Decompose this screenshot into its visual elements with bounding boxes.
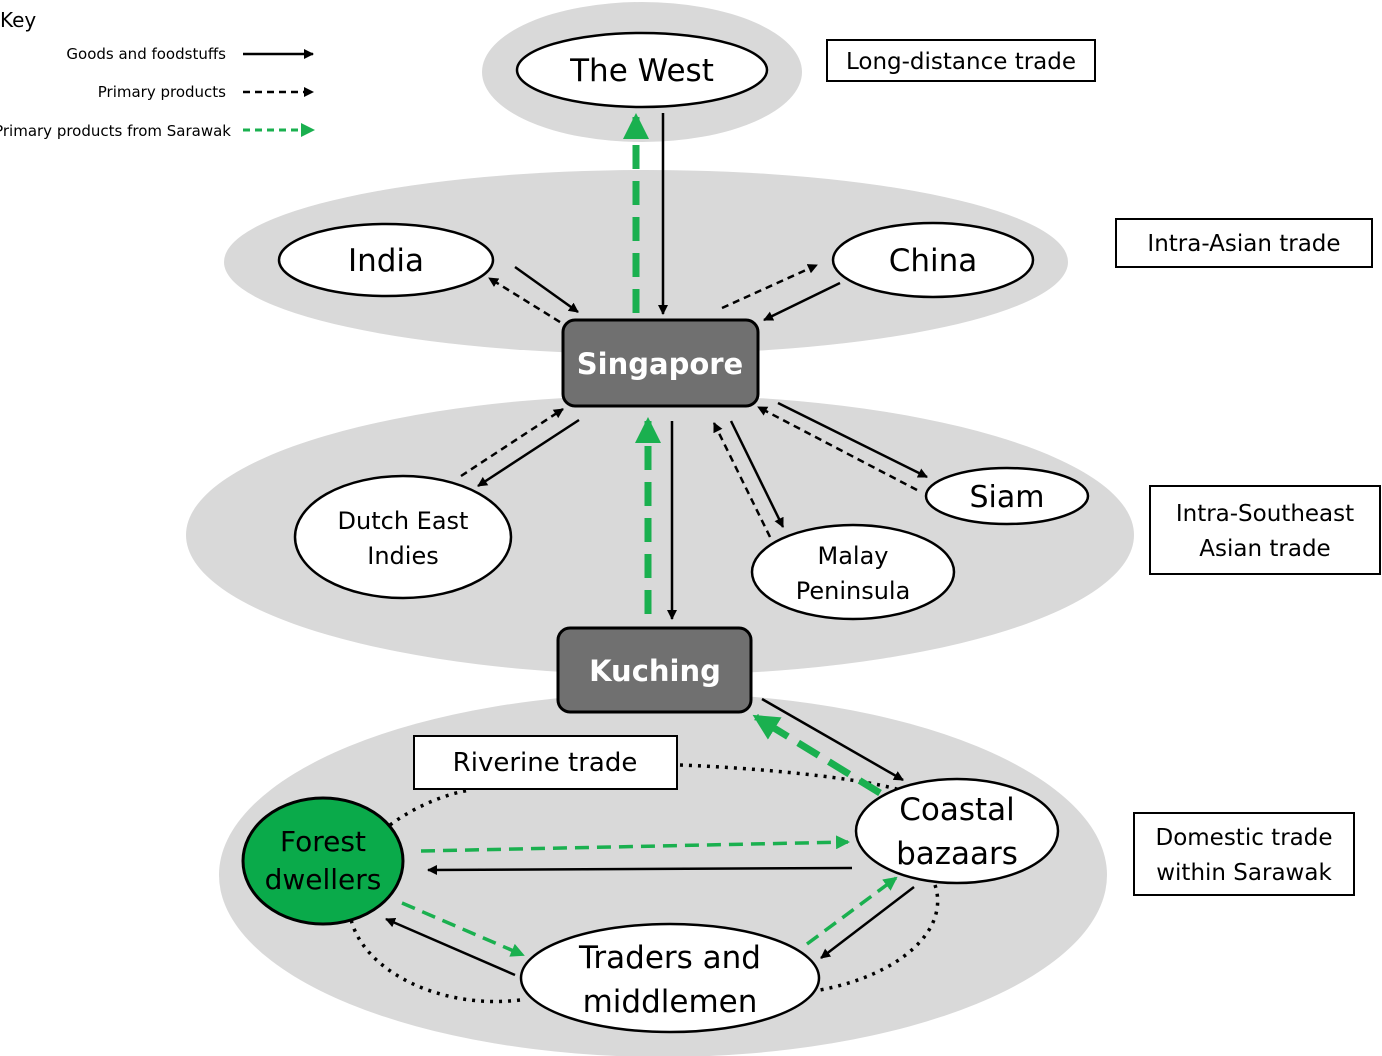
- arrow-coastal-to-kuching: [752, 714, 882, 796]
- node-dei-label-1: Dutch East: [338, 507, 469, 535]
- node-siam-label: Siam: [970, 480, 1045, 515]
- node-india: India: [277, 222, 495, 298]
- key-label-goods: Goods and foodstuffs: [66, 45, 226, 63]
- node-malay-label-1: Malay: [818, 542, 889, 570]
- node-the-west: The West: [515, 31, 769, 109]
- arrow-singapore-to-siam: [777, 401, 928, 479]
- node-china-label: China: [889, 243, 978, 279]
- node-traders-middlemen: Traders and middlemen: [519, 922, 821, 1034]
- node-kuching: Kuching: [556, 626, 753, 714]
- key-label-primary: Primary products: [98, 83, 226, 101]
- node-coastal-label-2: bazaars: [896, 836, 1018, 872]
- node-malay-peninsula: Malay Peninsula: [750, 523, 956, 621]
- node-forest-label-1: Forest: [280, 825, 366, 858]
- node-dutch-east-indies: Dutch East Indies: [293, 474, 513, 600]
- arrow-siam-to-singapore: [757, 405, 918, 492]
- node-singapore: Singapore: [561, 318, 760, 408]
- label-intra-asian-trade: Intra-Asian trade: [1115, 218, 1373, 268]
- label-domestic-text-2: within Sarawak: [1156, 860, 1332, 886]
- label-intra-sea-text-1: Intra-Southeast: [1176, 501, 1354, 527]
- label-long-distance-text: Long-distance trade: [846, 49, 1076, 75]
- arrow-singapore-to-china: [721, 263, 818, 310]
- arrow-singapore-to-india: [488, 276, 561, 324]
- arrow-malay-to-singapore: [712, 422, 772, 538]
- label-intra-southeast-asian-trade: Intra-Southeast Asian trade: [1149, 485, 1381, 575]
- label-intra-asian-text: Intra-Asian trade: [1147, 231, 1340, 257]
- key-legend: Key Goods and foodstuffs Primary product…: [0, 8, 315, 140]
- label-riverine-trade: Riverine trade: [413, 735, 678, 790]
- node-singapore-label: Singapore: [577, 347, 743, 381]
- node-traders-label-1: Traders and: [578, 940, 761, 976]
- label-riverine-text: Riverine trade: [453, 748, 638, 778]
- node-the-west-label: The West: [569, 53, 714, 89]
- intra-asian-band: [224, 170, 1068, 354]
- node-forest-label-2: dwellers: [265, 863, 382, 896]
- node-kuching-label: Kuching: [589, 654, 721, 688]
- arrow-singapore-to-malay: [729, 420, 785, 528]
- arrow-traders-to-coastal: [805, 876, 898, 946]
- arrow-china-to-singapore: [763, 281, 841, 322]
- node-china: China: [831, 221, 1035, 299]
- key-title: Key: [0, 8, 36, 32]
- arrow-singapore-to-dei: [477, 418, 580, 488]
- arrow-forest-to-coastal: [420, 835, 850, 853]
- arrow-traders-to-forest: [385, 917, 516, 977]
- arrow-dei-to-singapore: [460, 407, 564, 478]
- label-intra-sea-text-2: Asian trade: [1199, 536, 1330, 562]
- arrow-kuching-to-coastal: [761, 697, 904, 782]
- node-coastal-label-1: Coastal: [899, 792, 1015, 828]
- node-coastal-bazaars: Coastal bazaars: [854, 777, 1060, 885]
- key-label-sarawak: Primary products from Sarawak: [0, 122, 231, 140]
- node-siam: Siam: [924, 466, 1090, 526]
- node-india-label: India: [348, 243, 424, 279]
- node-forest-dwellers: Forest dwellers: [241, 796, 405, 926]
- label-domestic-trade: Domestic trade within Sarawak: [1133, 812, 1355, 896]
- node-malay-label-2: Peninsula: [796, 577, 911, 605]
- arrow-coastal-to-forest: [427, 864, 853, 875]
- node-traders-label-2: middlemen: [583, 984, 758, 1020]
- arrow-india-to-singapore: [514, 265, 579, 314]
- label-domestic-text-1: Domestic trade: [1155, 825, 1332, 851]
- node-dei-label-2: Indies: [367, 542, 438, 570]
- label-long-distance-trade: Long-distance trade: [826, 39, 1096, 82]
- arrow-coastal-to-traders: [820, 886, 915, 959]
